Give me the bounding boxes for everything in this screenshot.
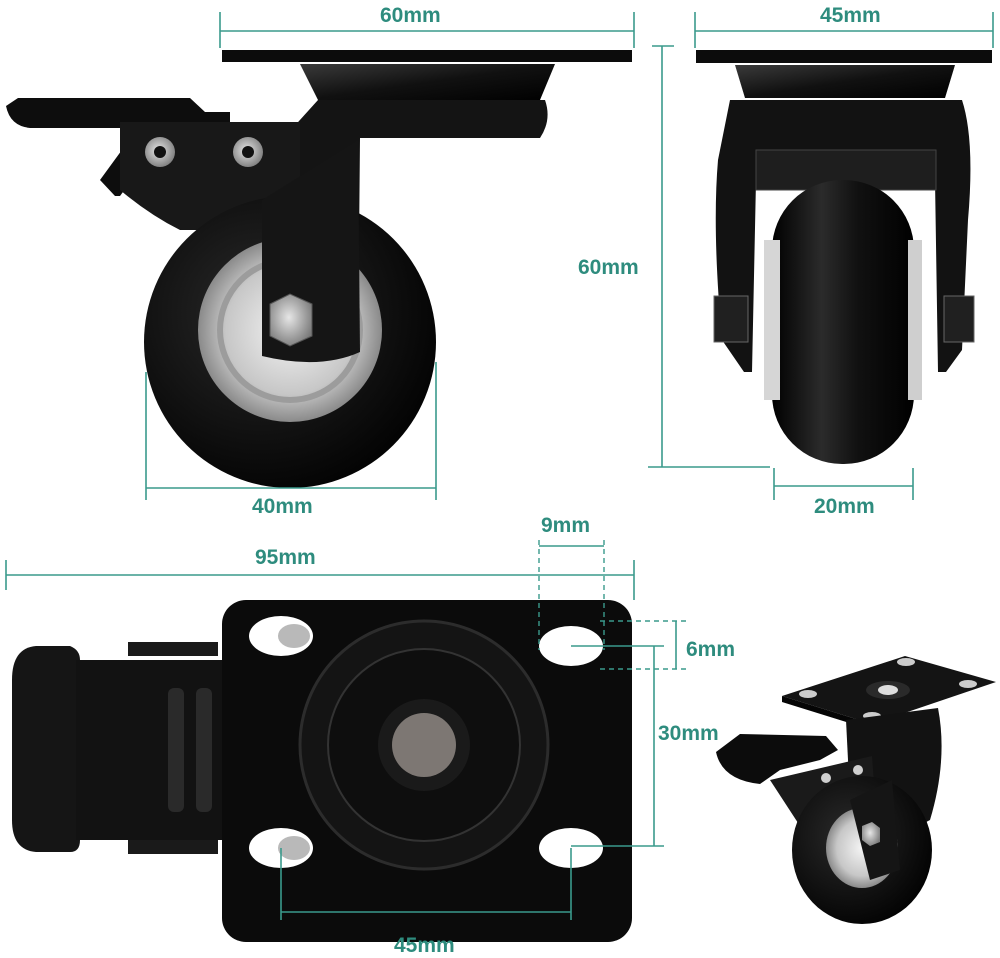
dim-front-plate-width: 45mm (694, 4, 994, 48)
dim-wheel-diameter: 40mm (145, 362, 437, 518)
dim-label-overall-height: 60mm (578, 256, 639, 279)
side-swivel-race (300, 64, 555, 100)
front-wheel-hub (908, 240, 922, 400)
mounting-hole-rivet (278, 624, 310, 648)
rivet-icon (821, 773, 831, 783)
dim-overall-length: 95mm (5, 546, 635, 600)
dim-wheel-width: 20mm (773, 468, 914, 518)
rivet-hole-icon (154, 146, 166, 158)
mounting-hole-icon (959, 680, 977, 688)
front-top-plate (696, 50, 992, 63)
front-wheel (772, 180, 914, 464)
dim-hole-height: 6mm (600, 620, 735, 670)
dim-top-plate-width: 60mm (219, 4, 635, 48)
top-brake-hinge (128, 840, 218, 854)
dim-hole-spacing-vertical: 30mm (571, 645, 719, 847)
rivet-hole-icon (242, 146, 254, 158)
dim-label-top-plate-width: 60mm (380, 4, 441, 27)
rivet-icon (853, 765, 863, 775)
dim-label-hole-spacing-horizontal: 45mm (394, 934, 455, 957)
dim-label-front-plate-width: 45mm (820, 4, 881, 27)
perspective-view-caster (716, 656, 996, 924)
top-brake-slot (168, 688, 184, 812)
dim-hole-spacing-horizontal: 45mm (280, 848, 572, 957)
front-view-caster (696, 50, 992, 464)
side-view-caster (6, 50, 632, 488)
swivel-rivet-icon (392, 713, 456, 777)
dim-hole-width: 9mm (538, 514, 605, 650)
persp-swivel-rivet (878, 685, 898, 695)
top-view-caster (12, 600, 632, 942)
side-top-plate (222, 50, 632, 62)
axle-nut-icon (862, 822, 880, 846)
front-swivel-race (735, 65, 955, 98)
dim-label-hole-spacing-vertical: 30mm (658, 722, 719, 745)
mounting-hole-icon (799, 690, 817, 698)
dim-label-overall-length: 95mm (255, 546, 316, 569)
persp-brake-lever (716, 734, 838, 784)
dim-label-wheel-width: 20mm (814, 495, 875, 518)
axle-nut-icon (269, 293, 313, 347)
top-brake-slot (196, 688, 212, 812)
dim-label-hole-height: 6mm (686, 638, 735, 661)
dim-label-wheel-diameter: 40mm (252, 495, 313, 518)
mounting-hole-rivet (278, 836, 310, 860)
top-brake-hinge (128, 642, 218, 656)
mounting-hole-icon (897, 658, 915, 666)
axle-nut-icon (943, 295, 975, 343)
axle-nut-icon (713, 295, 749, 343)
front-wheel-hub (764, 240, 780, 400)
top-brake-pedal (12, 646, 80, 852)
dim-label-hole-width: 9mm (541, 514, 590, 537)
dim-overall-height: 60mm (578, 45, 770, 468)
